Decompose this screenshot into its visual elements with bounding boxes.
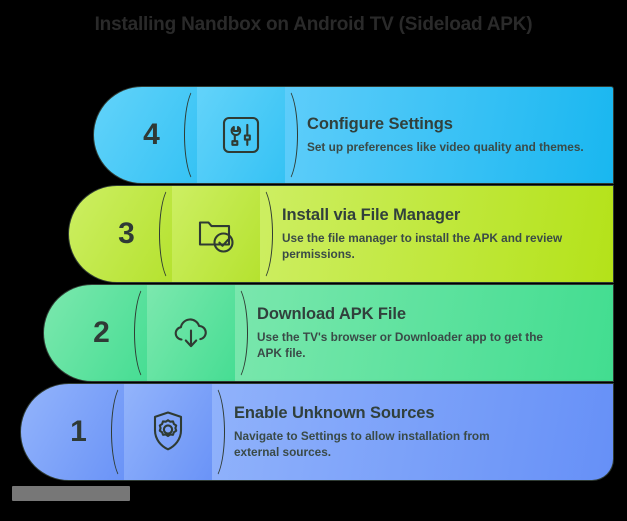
page-title: Installing Nandbox on Android TV (Sidelo… <box>94 14 533 35</box>
step-card-1[interactable]: 1 Enable Unknown Sources Navigate to Set… <box>20 382 614 482</box>
step-description-4: Set up preferences like video quality an… <box>307 140 584 155</box>
step-icon-pod-4 <box>184 85 298 185</box>
shield-gear-icon <box>144 406 192 458</box>
step-title-2: Download APK File <box>257 305 406 324</box>
step-icon-pod-3 <box>159 184 273 284</box>
step-card-2[interactable]: 2 Download APK File Use the TV's browser… <box>43 283 614 383</box>
step-number-1: 1 <box>70 415 87 448</box>
step-title-3: Install via File Manager <box>282 206 461 225</box>
step-body-3: Install via File Manager Use the file ma… <box>260 185 614 283</box>
step-icon-pod-1 <box>111 382 225 482</box>
watermark-bar <box>12 486 130 501</box>
step-description-2: Use the TV's browser or Downloader app t… <box>257 330 543 361</box>
step-number-2: 2 <box>93 316 110 349</box>
cloud-download-icon <box>166 310 216 356</box>
step-title-4: Configure Settings <box>307 115 453 134</box>
step-number-pod-3: 3 <box>68 185 172 283</box>
step-body-4: Configure Settings Set up preferences li… <box>285 86 614 184</box>
step-title-1: Enable Unknown Sources <box>234 404 435 423</box>
step-description-1: Navigate to Settings to allow installati… <box>234 429 490 460</box>
wrench-screwdriver-icon <box>217 111 265 159</box>
steps-list: 4 Configure Settings Set <box>0 85 627 486</box>
step-number-3: 3 <box>118 217 135 250</box>
step-icon-pod-2 <box>134 283 248 383</box>
step-body-1: Enable Unknown Sources Navigate to Setti… <box>212 383 614 481</box>
step-number-pod-4: 4 <box>93 86 197 184</box>
folder-check-icon <box>191 210 241 258</box>
step-number-4: 4 <box>143 118 160 151</box>
step-card-3[interactable]: 3 Install via File Manager Use the file … <box>68 184 614 284</box>
step-number-pod-1: 1 <box>20 383 124 481</box>
step-card-4[interactable]: 4 Configure Settings Set <box>93 85 614 185</box>
step-description-3: Use the file manager to install the APK … <box>282 231 563 262</box>
step-body-2: Download APK File Use the TV's browser o… <box>235 284 614 382</box>
step-number-pod-2: 2 <box>43 284 147 382</box>
